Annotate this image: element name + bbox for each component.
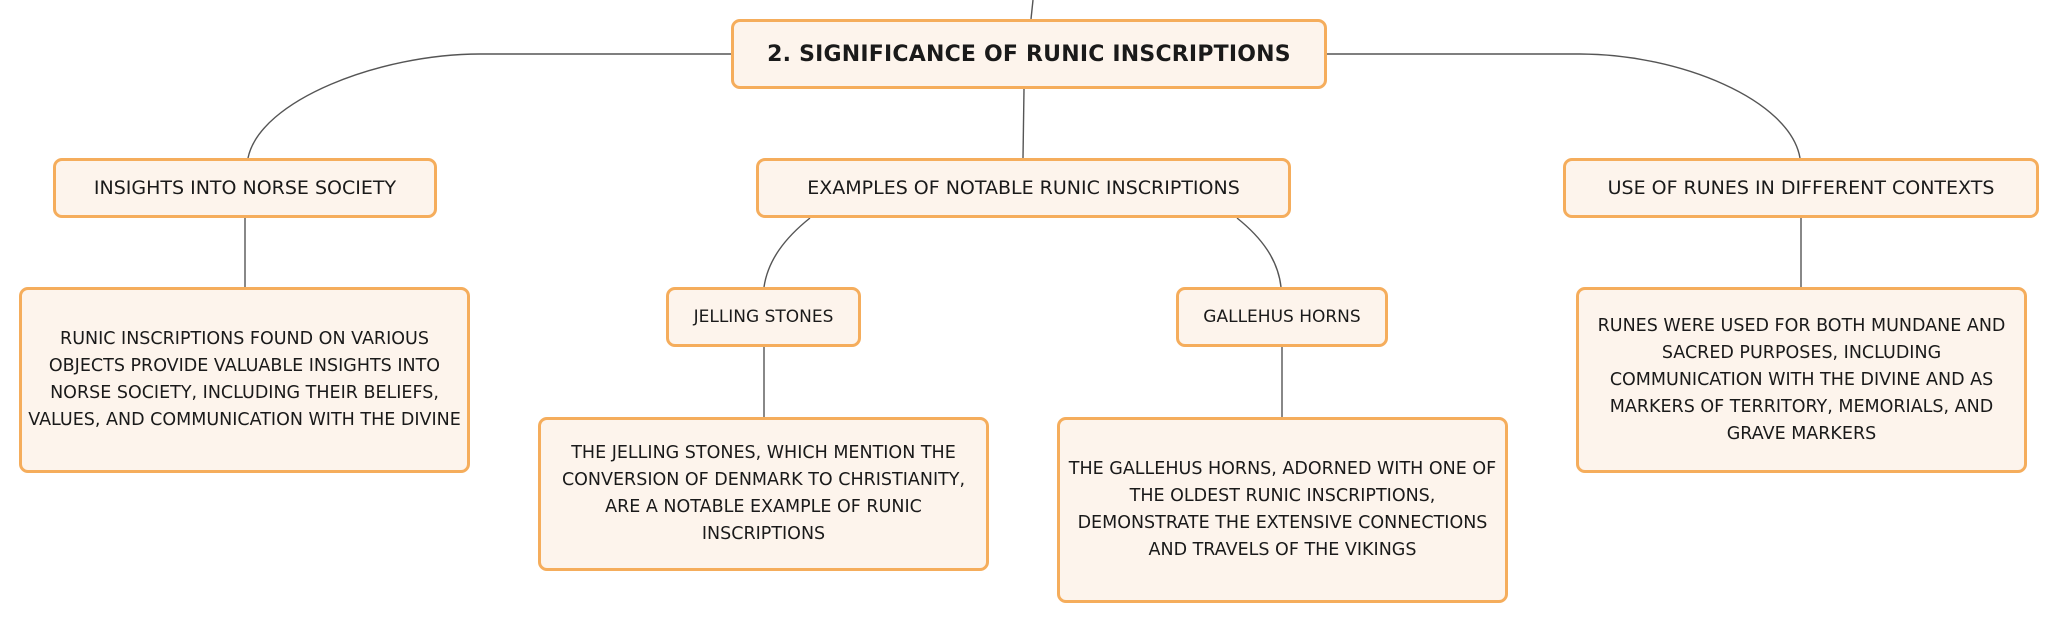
connector-root-to-use-of-runes: [1327, 53, 1801, 159]
detail-jelling-stones: THE JELLING STONES, WHICH MENTION THE CO…: [538, 417, 989, 571]
topic-label: USE OF RUNES IN DIFFERENT CONTEXTS: [1607, 177, 1995, 199]
detail-text: RUNES WERE USED FOR BOTH MUNDANE AND SAC…: [1597, 315, 2006, 444]
connector-examples-to-jelling: [763, 217, 811, 288]
connector-examples-to-gallehus: [1236, 217, 1282, 288]
topic-examples-of-notable-runic-inscriptions: EXAMPLES OF NOTABLE RUNIC INSCRIPTIONS: [756, 158, 1291, 218]
subtopic-label: JELLING STONES: [693, 307, 834, 327]
detail-use-of-runes-in-different-contexts: RUNES WERE USED FOR BOTH MUNDANE AND SAC…: [1576, 287, 2027, 473]
root-topic-label: 2. SIGNIFICANCE OF RUNIC INSCRIPTIONS: [767, 41, 1291, 67]
detail-text: RUNIC INSCRIPTIONS FOUND ON VARIOUS OBJE…: [28, 329, 461, 430]
connector-incoming-root: [1030, 0, 1034, 20]
detail-text: THE JELLING STONES, WHICH MENTION THE CO…: [561, 443, 966, 544]
connector-root-to-insights: [247, 53, 731, 159]
connector-root-to-examples: [1022, 88, 1025, 159]
topic-insights-into-norse-society: INSIGHTS INTO NORSE SOCIETY: [53, 158, 437, 218]
topic-use-of-runes-in-different-contexts: USE OF RUNES IN DIFFERENT CONTEXTS: [1563, 158, 2039, 218]
detail-text: THE GALLEHUS HORNS, ADORNED WITH ONE OF …: [1068, 459, 1497, 560]
root-topic: 2. SIGNIFICANCE OF RUNIC INSCRIPTIONS: [731, 19, 1327, 89]
detail-insights-into-norse-society: RUNIC INSCRIPTIONS FOUND ON VARIOUS OBJE…: [19, 287, 470, 473]
topic-label: INSIGHTS INTO NORSE SOCIETY: [93, 177, 397, 199]
topic-label: EXAMPLES OF NOTABLE RUNIC INSCRIPTIONS: [807, 177, 1240, 199]
subtopic-jelling-stones: JELLING STONES: [666, 287, 861, 347]
subtopic-gallehus-horns: GALLEHUS HORNS: [1176, 287, 1388, 347]
subtopic-label: GALLEHUS HORNS: [1203, 307, 1361, 327]
detail-gallehus-horns: THE GALLEHUS HORNS, ADORNED WITH ONE OF …: [1057, 417, 1508, 603]
